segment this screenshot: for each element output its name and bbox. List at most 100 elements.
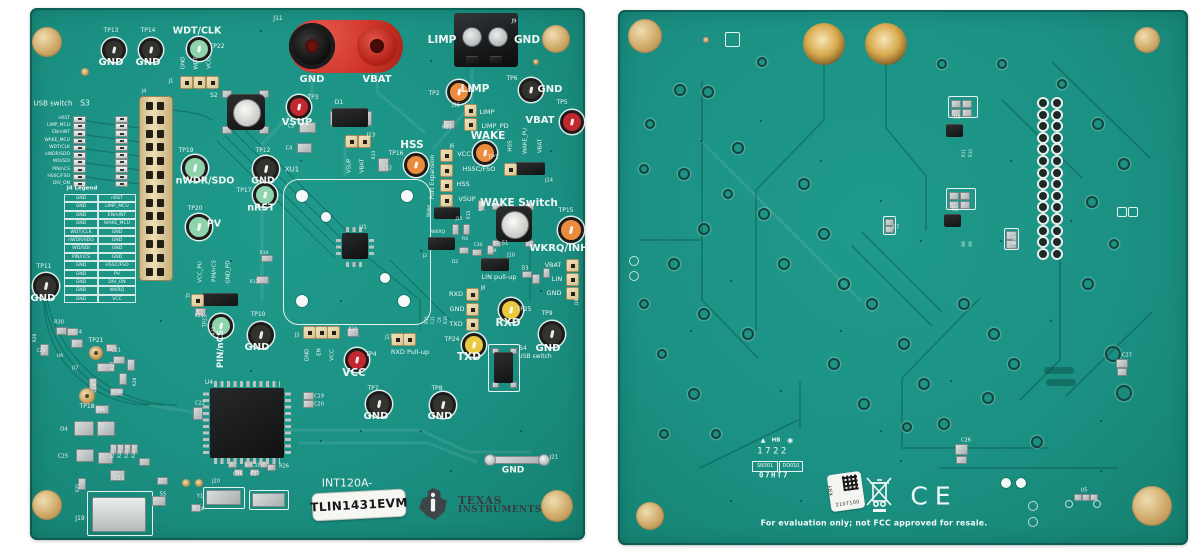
silk-label: VBAT [359, 158, 366, 174]
via-dot [520, 430, 523, 433]
silk-label: J16 [452, 102, 460, 109]
connector-slot [157, 115, 164, 124]
connector-slot [157, 198, 164, 207]
pad-ring [484, 454, 496, 466]
plated-hole [1016, 478, 1026, 488]
silk-label: RXD [449, 289, 463, 298]
silk-label: C22 [195, 400, 205, 407]
legend-cell: GND [64, 294, 98, 304]
legend-cell: nRST [98, 194, 136, 203]
ti-logo: TEXAS INSTRUMENTS [418, 488, 541, 520]
via-dot [1070, 220, 1073, 223]
test-point [345, 348, 369, 372]
silk-label: J3 [294, 332, 300, 339]
socket-outline-xu1 [283, 179, 431, 325]
test-point-slot [509, 306, 513, 314]
ce-mark: CE [910, 482, 957, 511]
smd-component [522, 271, 532, 278]
via-dot [1050, 320, 1053, 323]
silk-label: C14 [194, 506, 204, 513]
silk-label: TP2 [428, 90, 440, 97]
pin-contact [444, 168, 449, 173]
dip-switch-pad [115, 116, 128, 123]
smd-component [106, 344, 117, 352]
silk-label: C17 [250, 471, 260, 478]
silk-label: RXD Pull-up [390, 347, 430, 356]
test-point [462, 333, 486, 357]
test-point-slot [112, 46, 116, 54]
silk-label: R19 [259, 250, 269, 256]
connector-slot [146, 184, 153, 193]
dip-switch-pad [73, 123, 86, 130]
smd-component [76, 449, 94, 462]
through-hole [1051, 236, 1063, 249]
transceiver-u1 [342, 233, 368, 259]
switch-actuator [119, 154, 124, 157]
smd-component [478, 200, 485, 211]
smd-component [40, 344, 49, 356]
silk-label: R15 [466, 210, 472, 220]
pad-ring [629, 256, 639, 266]
plated-hole [401, 190, 413, 202]
via-dot [800, 500, 803, 503]
silk-label: J6 [449, 143, 455, 150]
silk-label: R29 [32, 333, 38, 343]
silk-label: 1722 [757, 446, 789, 457]
header-pin [566, 287, 579, 300]
component-body [944, 214, 961, 227]
through-hole [1037, 143, 1049, 156]
pin-contact [570, 277, 575, 282]
silk-label: TP5 [556, 99, 568, 106]
connector-slot [146, 240, 153, 248]
silk-label: LIN pull-up [481, 272, 517, 281]
via [742, 328, 754, 340]
through-hole [1037, 120, 1049, 133]
via [958, 298, 970, 310]
test-point-slot [219, 322, 223, 330]
silk-label: U5 [1080, 487, 1088, 494]
legend-cell: GND [98, 235, 136, 245]
silk-label: nRST [247, 202, 275, 214]
test-point-slot [568, 225, 574, 235]
switch-actuator [77, 168, 82, 171]
smd-component [206, 490, 241, 505]
silk-label: R27 [110, 361, 116, 371]
connector-slot [157, 102, 164, 110]
legend-cell: EN/nINT [98, 210, 136, 220]
silk-label: J19 [75, 515, 85, 522]
through-hole [1051, 213, 1063, 225]
through-hole [1037, 131, 1049, 144]
test-point-slot [472, 341, 476, 349]
test-point-slot [376, 399, 382, 409]
via [659, 429, 669, 439]
silk-label: Wake [426, 204, 432, 218]
through-hole [1051, 201, 1063, 214]
silk-label: GND [30, 293, 56, 304]
silk-label: GND [449, 304, 465, 313]
test-point-slot [149, 46, 153, 54]
smd-component [962, 109, 972, 117]
through-hole [1037, 247, 1049, 260]
pin-contact [407, 337, 412, 342]
silk-label: J8 [480, 285, 486, 292]
ti-bug-icon [419, 488, 447, 520]
pad-hole [85, 394, 89, 398]
connector-slot [157, 226, 164, 235]
silk-label: TP12 [255, 147, 271, 154]
smd-component [67, 328, 78, 336]
silk-label: S3 [80, 98, 90, 108]
silk-label: DIV_ON [52, 180, 70, 186]
mount-hole [182, 479, 190, 487]
qr-label-vendor: KRY [827, 484, 835, 496]
button-cap [501, 211, 529, 239]
via [698, 308, 710, 320]
mount-hole [541, 490, 573, 522]
silk-label: GND [135, 57, 161, 68]
silk-label: VBAT [525, 115, 555, 126]
smd-component [74, 421, 94, 436]
silk-label: WAKE Switch [480, 196, 558, 209]
smd-component [949, 201, 959, 209]
